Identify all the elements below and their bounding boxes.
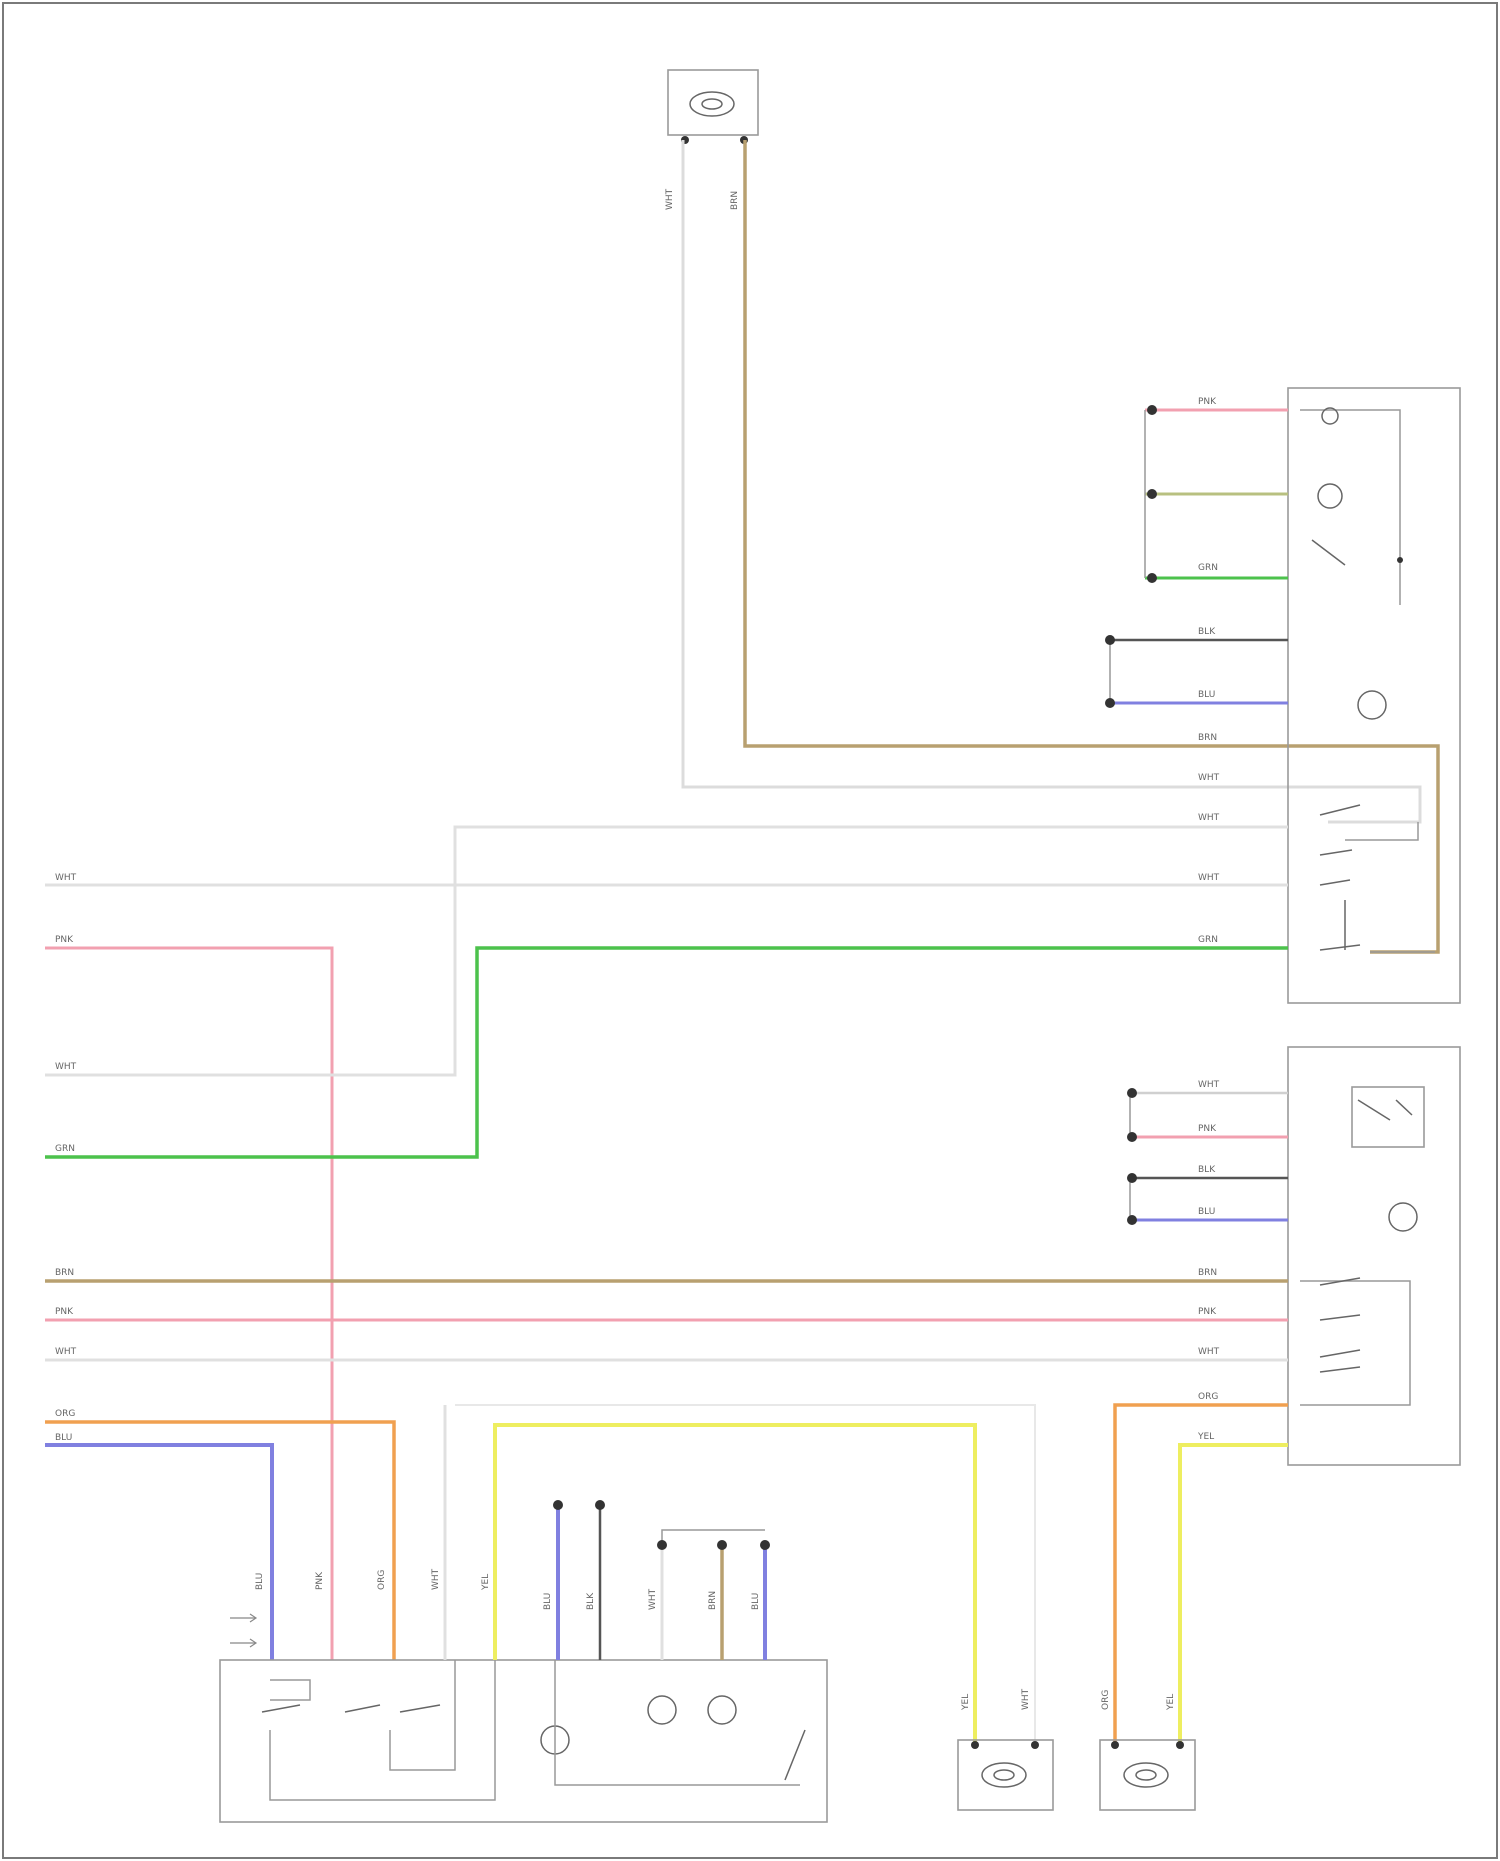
wire-blu-left [45,1445,272,1660]
wire-label-pnk-long-r: PNK [1198,1307,1217,1317]
wire-label-brn-long-r: BRN [1198,1268,1217,1278]
wire-label-blu-drv-v2: BLU [543,1593,553,1610]
switch-icon [1320,805,1435,952]
right-rear-window-switch [1288,388,1460,1003]
wire-pnk-1 [45,948,332,1660]
connector-dot-icon [1111,1741,1119,1749]
motor-icon [1358,691,1386,719]
wire-label-org-left: ORG [55,1409,75,1419]
switch-icon [262,1705,440,1712]
switch-icon [1358,1100,1412,1120]
wire-wht-2 [45,827,1288,1075]
page-border [3,3,1497,1858]
wire-label-blu-rr: BLU [1198,690,1215,700]
wire-label-brn-long: BRN [55,1268,74,1278]
wire-label-wht-1-r: WHT [1198,873,1220,883]
wire-label-wht-top: WHT [665,188,675,210]
wire-label-wht-rr: WHT [1198,773,1220,783]
wire-yel-pm [1180,1445,1288,1745]
left-rear-motor [958,1740,1053,1810]
passenger-window-switch [1288,1047,1460,1465]
wire-label-wht-lrm: WHT [1021,1688,1031,1710]
connector-dot-icon [1147,405,1157,415]
wire-label-pnk-rr: PNK [1198,397,1217,407]
wire-label-pnk-drv-v: PNK [315,1571,325,1590]
connector-dot-icon [1127,1132,1137,1142]
wire-label-wht-long-r: WHT [1198,1347,1220,1357]
wire-label-org-drv-v: ORG [377,1570,387,1590]
wire-label-blk-ps: BLK [1198,1165,1216,1175]
wire-label-brn-top: BRN [730,191,740,210]
wire-label-blu-drv-v3: BLU [751,1593,761,1610]
motor-icon [648,1696,736,1724]
wire-label-grn-1-r: GRN [1198,935,1218,945]
wire-label-wht-2-r: WHT [1198,813,1220,823]
connector-dot-icon [1147,573,1157,583]
wire-label-wht-drv-v2: WHT [648,1588,658,1610]
motor-icon [982,1763,1026,1787]
wire-label-brn-rr: BRN [1198,733,1217,743]
top-motor-box [668,70,758,135]
wire-label-blk-rr: BLK [1198,627,1216,637]
motor-icon [1389,1203,1417,1231]
connector-dot-icon [1105,635,1115,645]
wire-label-wht-drv-v: WHT [431,1568,441,1590]
connector-dot-icon [1127,1173,1137,1183]
lamp-icon [1318,408,1342,508]
connector-dot-icon [1127,1088,1137,1098]
connector-dot-icon [1147,489,1157,499]
top-motor [668,70,758,144]
wire-label-wht-1: WHT [55,873,77,883]
wire-label-yel-lrm: YEL [961,1694,971,1711]
switch-icon [1320,1278,1360,1372]
driver-window-switch [220,1660,827,1822]
wire-org-left [45,1422,394,1660]
wire-label-pnk-ps: PNK [1198,1124,1217,1134]
wire-label-wht-ps: WHT [1198,1080,1220,1090]
wire-label-pnk-1: PNK [55,935,74,945]
connector-dot-icon [595,1500,605,1510]
wire-label-blk-drv-v: BLK [586,1592,596,1610]
wire-label-blu-drv-v: BLU [255,1573,265,1590]
connector-dot-icon [553,1500,563,1510]
connector-dot-icon [1176,1741,1184,1749]
wire-label-org-pm-v: ORG [1101,1690,1111,1710]
wire-label-yel-drv-v: YEL [481,1574,491,1591]
wire-label-blu-left: BLU [55,1433,72,1443]
connector-dot-icon [1105,698,1115,708]
connector-dot-icon [1127,1215,1137,1225]
wire-org-pm [1115,1405,1288,1745]
wire-label-blu-ps: BLU [1198,1207,1215,1217]
wire-yel-drv [495,1425,975,1745]
wire-wht-drv-2 [455,1405,1035,1745]
wire-label-yel-pm-v: YEL [1166,1694,1176,1711]
wire-label-pnk-long: PNK [55,1307,74,1317]
wire-label-grn-rr: GRN [1198,563,1218,573]
connector-dot-icon [717,1540,727,1550]
connector-dot-icon [760,1540,770,1550]
wire-grn-1 [45,948,1288,1157]
connector-dot-icon [657,1540,667,1550]
switch-icon [1312,540,1403,565]
wire-wht-top [683,140,1420,822]
wire-brn-top [745,140,1438,952]
wire-label-org-pm: ORG [1198,1392,1218,1402]
wire-label-brn-drv-v: BRN [708,1591,718,1610]
wire-label-yel-pm: YEL [1197,1432,1214,1442]
arrow-icon [230,1614,256,1647]
motor-icon [1124,1763,1168,1787]
motor-icon [690,92,734,116]
wire-label-grn-1: GRN [55,1144,75,1154]
switch-icon [785,1730,805,1780]
wire-label-wht-2: WHT [55,1062,77,1072]
connector-dot-icon [971,1741,979,1749]
passenger-motor [1100,1740,1195,1810]
wire-label-wht-long: WHT [55,1347,77,1357]
connector-dot-icon [1031,1741,1039,1749]
